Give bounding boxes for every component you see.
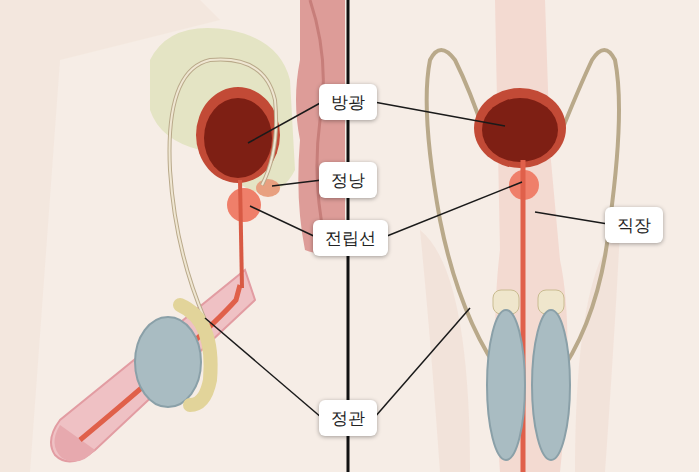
part-label: 정관 xyxy=(319,400,377,436)
bladder xyxy=(204,98,272,178)
vas-deferens xyxy=(170,60,277,321)
bladder-front xyxy=(482,98,558,162)
prostate xyxy=(227,188,261,222)
rectum-side xyxy=(296,0,345,253)
part-label: 직장 xyxy=(605,207,663,243)
part-label: 방광 xyxy=(319,84,377,120)
testis-left xyxy=(487,310,525,460)
testis-right xyxy=(532,310,570,460)
testis xyxy=(135,317,201,407)
part-label: 정낭 xyxy=(319,162,377,198)
side-view xyxy=(0,0,345,472)
leader-lines xyxy=(205,102,608,418)
penis xyxy=(51,270,255,461)
part-label: 전립선 xyxy=(313,220,388,256)
front-view xyxy=(420,0,620,472)
epididymis xyxy=(180,305,211,405)
seminal-vesicle xyxy=(256,179,280,197)
bladder-front-outer xyxy=(474,88,566,168)
urethra xyxy=(80,285,240,440)
